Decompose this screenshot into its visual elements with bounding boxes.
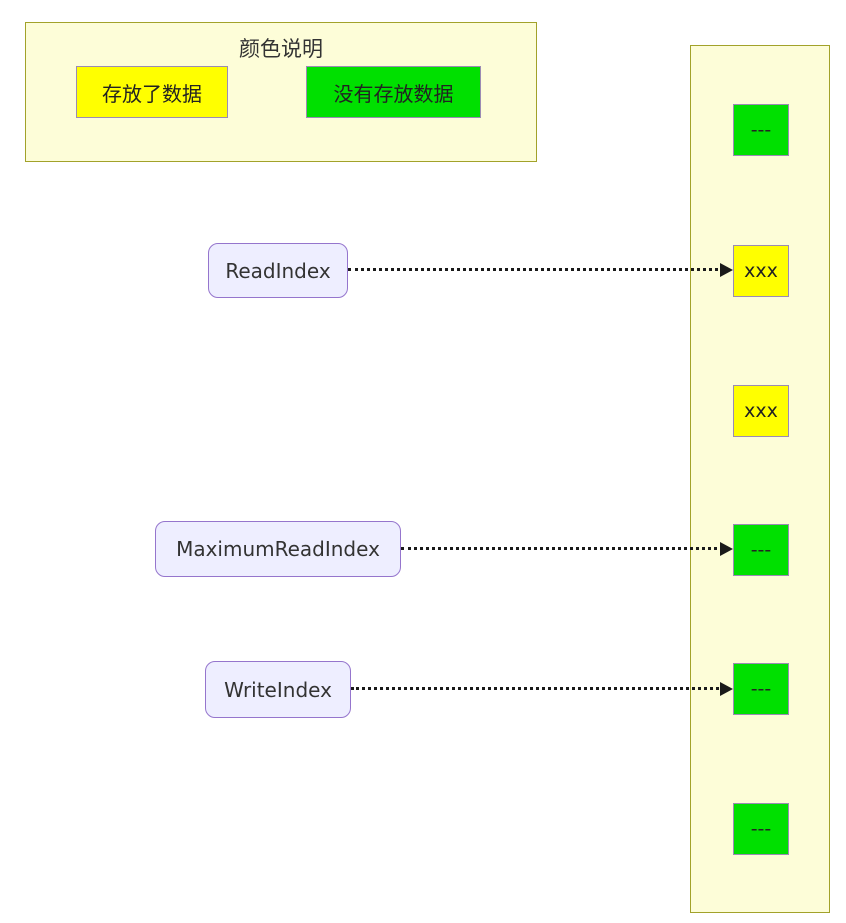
buffer-cell: xxx xyxy=(733,385,789,437)
arrow-line xyxy=(401,547,724,550)
pointer-maximumreadindex: MaximumReadIndex xyxy=(155,521,401,577)
buffer-panel: --- xxx xxx --- --- --- xyxy=(690,45,830,913)
arrow-readindex-to-cell xyxy=(348,262,733,278)
pointer-readindex: ReadIndex xyxy=(208,243,348,298)
legend-title: 颜色说明 xyxy=(239,37,323,61)
arrowhead-right-icon xyxy=(720,263,733,277)
buffer-cell: --- xyxy=(733,663,789,715)
arrowhead-right-icon xyxy=(720,682,733,696)
legend-item-empty: 没有存放数据 xyxy=(306,66,481,118)
legend-panel: 颜色说明 存放了数据 没有存放数据 xyxy=(25,22,537,162)
arrow-line xyxy=(348,268,724,271)
pointer-writeindex: WriteIndex xyxy=(205,661,351,718)
buffer-cell: --- xyxy=(733,803,789,855)
arrow-maximumreadindex-to-cell xyxy=(401,541,733,557)
buffer-cell: --- xyxy=(733,104,789,156)
buffer-cell: xxx xyxy=(733,245,789,297)
legend-item-filled: 存放了数据 xyxy=(76,66,228,118)
arrow-line xyxy=(351,687,724,690)
buffer-cell: --- xyxy=(733,524,789,576)
arrowhead-right-icon xyxy=(720,542,733,556)
arrow-writeindex-to-cell xyxy=(351,681,733,697)
